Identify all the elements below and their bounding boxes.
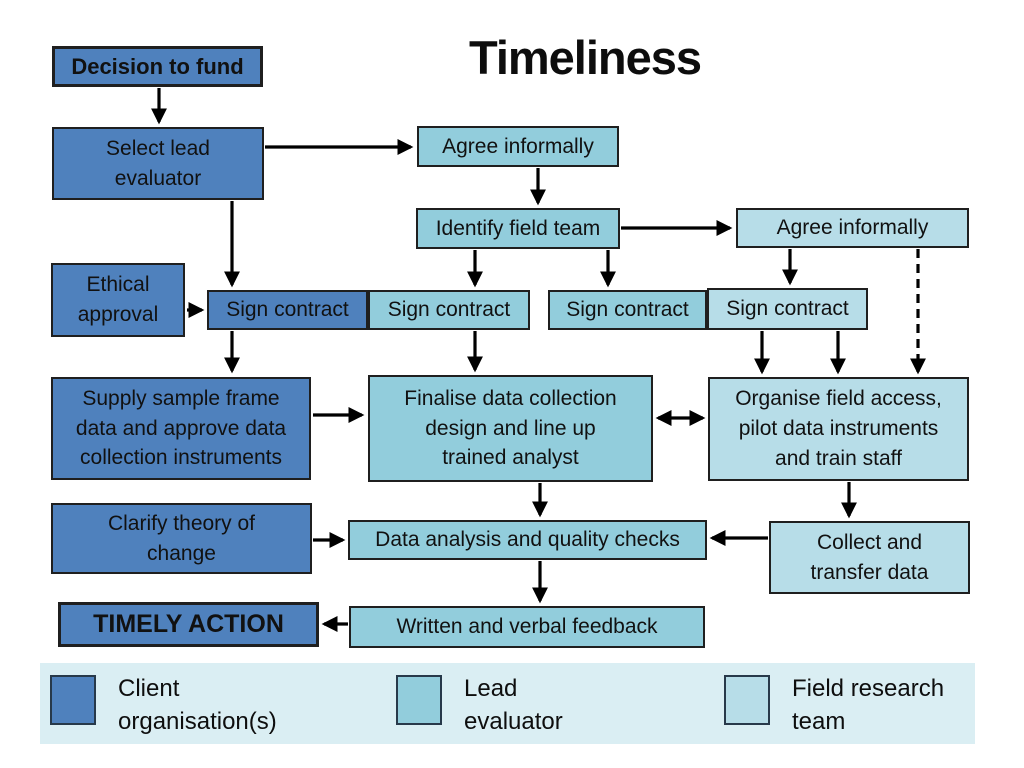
node-timely-action: TIMELY ACTION	[58, 602, 319, 647]
legend-item-field: Field research team	[724, 675, 944, 738]
client-color-swatch	[50, 675, 96, 725]
node-written-verbal-feedback: Written and verbal feedback	[349, 606, 705, 648]
legend: Client organisation(s) Lead evaluator Fi…	[40, 663, 975, 744]
node-identify-field-team: Identify field team	[416, 208, 620, 249]
node-clarify-theory-of-change: Clarify theory of change	[51, 503, 312, 574]
node-ethical-approval: Ethical approval	[51, 263, 185, 337]
legend-label-client: Client organisation(s)	[118, 675, 277, 736]
node-collect-transfer-data: Collect and transfer data	[769, 521, 970, 594]
field-color-swatch	[724, 675, 770, 725]
node-sign-contract-lead-1: Sign contract	[368, 290, 530, 330]
node-sign-contract-lead-2: Sign contract	[548, 290, 707, 330]
node-sign-contract-field: Sign contract	[707, 288, 868, 330]
node-select-lead-evaluator: Select lead evaluator	[52, 127, 264, 200]
node-agree-informally-lead: Agree informally	[417, 126, 619, 167]
node-sign-contract-client: Sign contract	[207, 290, 368, 330]
legend-item-client: Client organisation(s)	[50, 675, 277, 738]
node-data-analysis-quality-checks: Data analysis and quality checks	[348, 520, 707, 560]
node-supply-sample-frame: Supply sample frame data and approve dat…	[51, 377, 311, 480]
legend-item-lead: Lead evaluator	[396, 675, 563, 738]
node-finalise-data-collection: Finalise data collection design and line…	[368, 375, 653, 482]
page-title: Timeliness	[468, 31, 702, 84]
lead-color-swatch	[396, 675, 442, 725]
legend-label-field: Field research team	[792, 675, 945, 736]
node-decision-to-fund: Decision to fund	[52, 46, 263, 87]
legend-label-lead: Lead evaluator	[464, 675, 563, 736]
node-agree-informally-field: Agree informally	[736, 208, 969, 248]
node-organise-field-access: Organise field access, pilot data instru…	[708, 377, 969, 481]
